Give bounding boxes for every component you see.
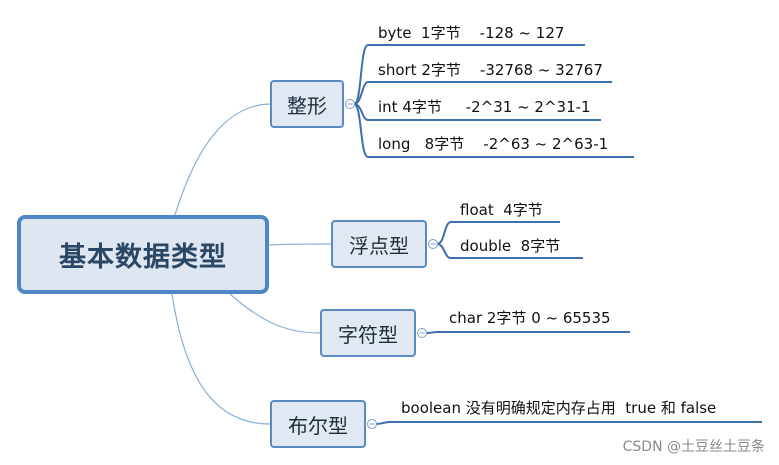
- category-label: 整形: [287, 93, 327, 118]
- root-node[interactable]: 基本数据类型: [17, 215, 269, 294]
- leaf-float: float 4字节: [460, 201, 543, 219]
- leaf-long: long 8字节 -2^63 ~ 2^63-1: [378, 135, 609, 153]
- leaf-double: double 8字节: [460, 237, 561, 255]
- connector-root-boolean: [171, 293, 271, 425]
- leaf-short: short 2字节 -32768 ~ 32767: [378, 61, 603, 79]
- category-node-boolean[interactable]: 布尔型: [270, 400, 366, 448]
- leaf-underline-short: [353, 81, 612, 105]
- leaf-boolean: boolean 没有明确规定内存占用 true 和 false: [401, 399, 717, 417]
- leaf-underline-char: [425, 331, 630, 334]
- connector-root-char: [229, 293, 321, 334]
- connector-root-integer: [174, 103, 271, 216]
- leaf-char: char 2字节 0 ~ 65535: [449, 309, 611, 327]
- category-node-float[interactable]: 浮点型: [331, 220, 427, 268]
- category-label: 布尔型: [288, 413, 348, 438]
- watermark: CSDN @土豆丝土豆条: [622, 439, 765, 455]
- leaf-underline-float: [436, 221, 560, 245]
- category-label: 字符型: [338, 322, 398, 347]
- leaf-underline-double: [436, 243, 583, 259]
- connector-root-float: [268, 243, 332, 246]
- leaf-int: int 4字节 -2^31 ~ 2^31-1: [378, 98, 591, 116]
- category-node-integer[interactable]: 整形: [270, 80, 344, 128]
- leaf-byte: byte 1字节 -128 ~ 127: [378, 24, 565, 42]
- category-label: 浮点型: [349, 233, 409, 258]
- root-label: 基本数据类型: [59, 242, 227, 273]
- category-node-char[interactable]: 字符型: [320, 309, 416, 357]
- leaf-underline-boolean: [375, 421, 762, 425]
- leaf-underline-long: [353, 103, 634, 158]
